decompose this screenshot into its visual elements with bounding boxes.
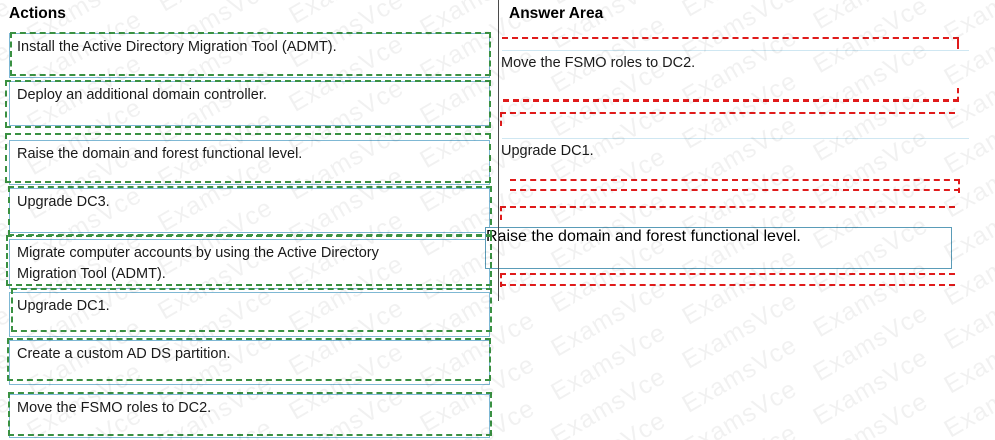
answer-area-list: Move the FSMO roles to DC2. Upgrade DC1.… <box>485 0 995 440</box>
answer-slot-rule <box>502 138 969 139</box>
list-item-label: Deploy an additional domain controller. <box>17 87 267 103</box>
list-item[interactable]: Install the Active Directory Migration T… <box>9 33 490 78</box>
list-item-label: Install the Active Directory Migration T… <box>17 39 337 55</box>
list-item-label: Raise the domain and forest functional l… <box>17 146 303 162</box>
list-item-label: Upgrade DC3. <box>17 194 110 210</box>
answer-item[interactable]: Upgrade DC1. <box>498 139 968 167</box>
actions-list: Install the Active Directory Migration T… <box>0 0 495 440</box>
list-item-label: Upgrade DC1. <box>17 298 110 314</box>
answer-item[interactable]: Move the FSMO roles to DC2. <box>498 51 968 79</box>
column-divider <box>498 0 499 301</box>
list-item[interactable]: Create a custom AD DS partition. <box>9 340 490 385</box>
answer-item-selected[interactable]: Raise the domain and forest functional l… <box>485 227 952 269</box>
list-item[interactable]: Move the FSMO roles to DC2. <box>9 394 490 438</box>
page-title-answer-area: Answer Area <box>509 5 604 22</box>
list-item[interactable]: Raise the domain and forest functional l… <box>9 140 490 185</box>
list-item[interactable]: Deploy an additional domain controller. <box>9 81 490 126</box>
page-title-actions: Actions <box>9 5 66 22</box>
list-item[interactable]: Migrate computer accounts by using the A… <box>9 239 490 289</box>
answer-item-label: Upgrade DC1. <box>501 143 594 159</box>
answer-slot-rule <box>502 50 969 51</box>
list-item-label: Migrate computer accounts by using the A… <box>17 245 379 282</box>
list-item-label: Create a custom AD DS partition. <box>17 346 231 362</box>
list-item[interactable]: Upgrade DC1. <box>9 292 490 337</box>
list-item[interactable]: Upgrade DC3. <box>9 188 490 233</box>
answer-item-label: Move the FSMO roles to DC2. <box>501 55 696 71</box>
list-item-label: Move the FSMO roles to DC2. <box>17 400 212 416</box>
answer-item-label: Raise the domain and forest functional l… <box>486 228 801 245</box>
